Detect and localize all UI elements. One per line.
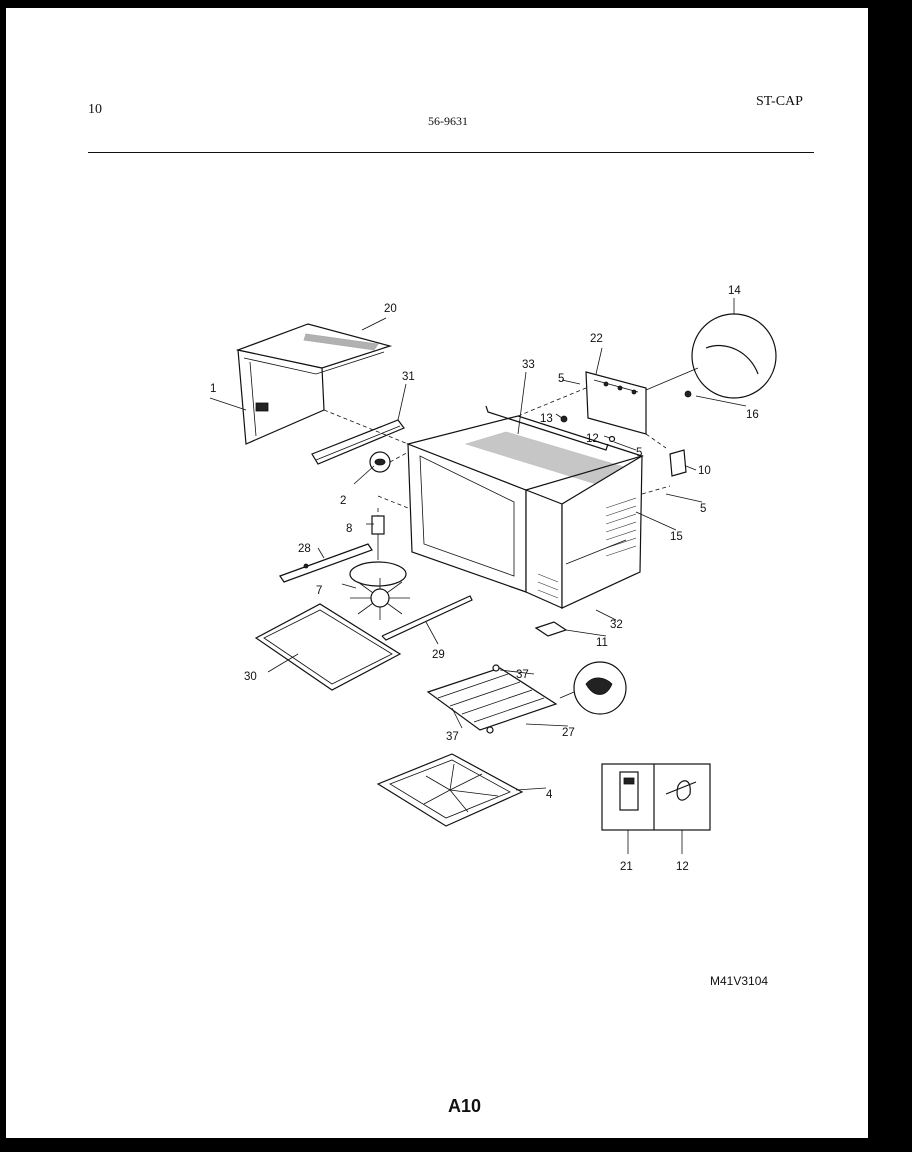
alignment-lines (323, 387, 671, 516)
bottom-panel[interactable] (254, 603, 402, 691)
callout-31: 31 (402, 371, 415, 383)
callout-32: 32 (610, 619, 623, 631)
callout-37-top: 37 (516, 669, 529, 681)
callout-14: 14 (728, 285, 741, 297)
detail-circle-rack (559, 661, 627, 715)
oven-rack[interactable] (426, 664, 558, 734)
page-code: A10 (448, 1096, 482, 1116)
callout-5-mid: 5 (636, 447, 642, 459)
callout-12-top: 12 (586, 433, 599, 445)
callout-16: 16 (746, 409, 759, 421)
detail-circle-14 (645, 313, 777, 399)
callout-10: 10 (698, 465, 711, 477)
leader-lines (209, 298, 747, 854)
small-parts-right (560, 390, 692, 477)
top-rail[interactable] (311, 419, 405, 465)
callout-12-bottom: 12 (676, 861, 689, 873)
callout-30: 30 (244, 671, 257, 683)
control-bracket[interactable] (585, 371, 647, 435)
callout-28: 28 (298, 543, 311, 555)
foot-part[interactable] (534, 621, 568, 637)
stirrer-assembly[interactable] (349, 515, 410, 620)
drip-tray[interactable] (376, 753, 524, 827)
guide-rail-29[interactable] (381, 595, 473, 641)
coupler-part[interactable] (369, 449, 413, 473)
page-number: 10 (88, 102, 102, 117)
callout-7: 7 (316, 585, 322, 597)
callout-13: 13 (540, 413, 553, 425)
callout-2: 2 (340, 495, 346, 507)
guide-rail-28[interactable] (279, 543, 373, 583)
callout-27: 27 (562, 727, 575, 739)
exploded-parts-diagram: 1 20 31 33 22 14 5 13 12 16 5 10 5 15 2 … (209, 285, 777, 873)
callout-8: 8 (346, 523, 352, 535)
callout-5-top: 5 (558, 373, 564, 385)
header-rule (88, 152, 814, 153)
model-code: ST-CAP (756, 94, 803, 109)
callout-11: 11 (596, 637, 608, 649)
callout-21: 21 (620, 861, 633, 873)
drawing-code: M41V3104 (710, 974, 769, 988)
parts-sheet: 10 56-9631 ST-CAP (6, 8, 868, 1138)
callout-33: 33 (522, 359, 535, 371)
callout-5-right: 5 (700, 503, 706, 515)
accessory-box (601, 763, 711, 831)
callout-4: 4 (546, 789, 553, 801)
catalog-number: 56-9631 (428, 114, 468, 128)
callout-15: 15 (670, 531, 683, 543)
callout-1: 1 (210, 383, 216, 395)
cabinet-body[interactable] (406, 405, 645, 609)
callout-29: 29 (432, 649, 445, 661)
callout-37-bottom: 37 (446, 731, 459, 743)
callout-20: 20 (384, 303, 397, 315)
outer-cover[interactable] (235, 323, 393, 445)
callout-22: 22 (590, 333, 603, 345)
